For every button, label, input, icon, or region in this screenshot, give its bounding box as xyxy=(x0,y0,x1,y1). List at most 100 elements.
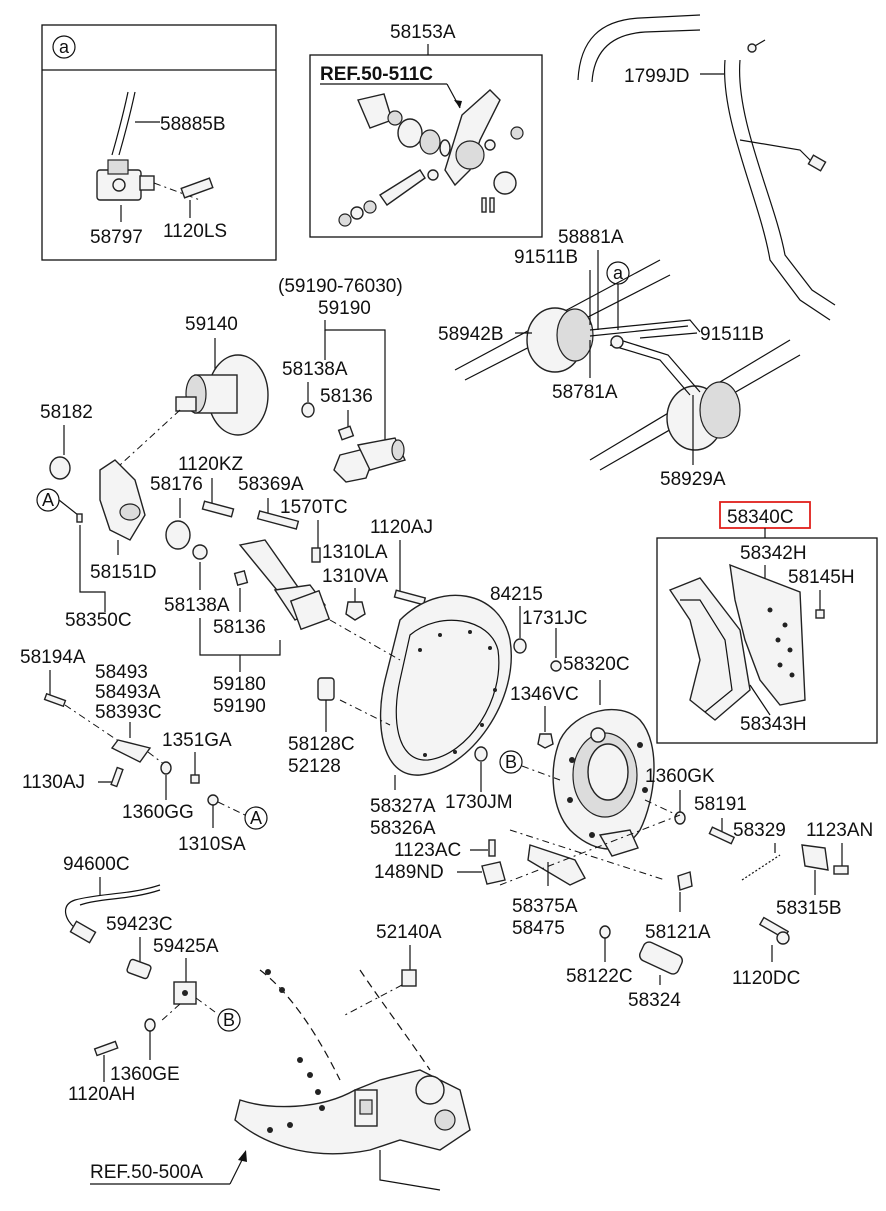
label-ref-50-511C: REF.50-511C xyxy=(320,64,433,85)
label-1799JD: 1799JD xyxy=(624,66,690,87)
label-58493A: 58493A xyxy=(95,682,161,703)
label-58136-top: 58136 xyxy=(320,386,373,407)
label-58329: 58329 xyxy=(733,820,786,841)
label-1730JM: 1730JM xyxy=(445,792,513,813)
label-58393C: 58393C xyxy=(95,702,162,723)
label-1120AH: 1120AH xyxy=(68,1084,135,1105)
label-1130AJ: 1130AJ xyxy=(22,772,85,793)
label-58320C: 58320C xyxy=(563,654,630,675)
label-ref-50-500A: REF.50-500A xyxy=(90,1162,203,1183)
callout-B-sensor: B xyxy=(223,1010,235,1030)
label-58151D: 58151D xyxy=(90,562,157,583)
label-58797: 58797 xyxy=(90,227,143,248)
housing-59190-group: (59190-76030) 59190 58138A 58136 xyxy=(278,276,406,483)
label-1310VA: 1310VA xyxy=(322,566,389,587)
label-52128: 52128 xyxy=(288,756,341,777)
label-1120AJ: 1120AJ xyxy=(370,517,433,538)
adjuster-arm xyxy=(444,89,501,187)
label-58136-mid: 58136 xyxy=(213,617,266,638)
roller-pin xyxy=(639,941,683,975)
label-58781A: 58781A xyxy=(552,382,618,403)
dust-shield-group: 1120AJ 58128C 52128 58327A 58326A 84215 … xyxy=(288,517,630,839)
label-59425A: 59425A xyxy=(153,936,219,957)
label-58881A: 58881A xyxy=(558,227,624,248)
label-58327A: 58327A xyxy=(370,796,436,817)
callout-a-inset: a xyxy=(59,37,70,57)
axle-housing-group: 52140A REF.50-500A xyxy=(90,922,471,1191)
label-58182: 58182 xyxy=(40,402,93,423)
label-58929A: 58929A xyxy=(660,469,726,490)
label-59190-a: 59190 xyxy=(318,298,371,319)
actuator-mount-group: 1120KZ 58369A 1570TC 1310LA 1310VA 58138… xyxy=(164,454,389,717)
label-59190-b: 59190 xyxy=(213,696,266,717)
lower-right-parts: 58122C 58324 1120DC xyxy=(566,916,800,1011)
label-58138A-top: 58138A xyxy=(282,359,348,380)
label-1346VC: 1346VC xyxy=(510,684,579,705)
callout-A-left: A xyxy=(42,490,54,510)
label-59423C: 59423C xyxy=(106,914,173,935)
label-58138A-mid: 58138A xyxy=(164,595,230,616)
adjuster-small-parts: 58194A 58493 58493A 58393C 1351GA 1130AJ… xyxy=(20,647,268,855)
callout-a-pipe: a xyxy=(613,263,624,283)
label-1310SA: 1310SA xyxy=(178,834,246,855)
label-52140A: 52140A xyxy=(376,922,442,943)
callout-B-hub: B xyxy=(505,752,517,772)
slack-adjuster-box: 58153A REF.50-511C xyxy=(309,22,543,238)
label-94600C: 94600C xyxy=(63,854,130,875)
label-91511B-a: 91511B xyxy=(514,247,578,268)
label-1120DC: 1120DC xyxy=(732,968,800,989)
air-pipes: 1799JD xyxy=(577,14,836,321)
label-59190-76030: (59190-76030) xyxy=(278,276,403,297)
label-58340C: 58340C xyxy=(727,507,794,528)
label-59180: 59180 xyxy=(213,674,266,695)
brake-spider-group: 1346VC B 1360GK 58191 58329 1123AN 58315… xyxy=(374,680,873,943)
label-1120LS: 1120LS xyxy=(163,221,227,242)
label-58176: 58176 xyxy=(150,474,203,495)
label-58315B: 58315B xyxy=(776,898,842,919)
dust-shield xyxy=(379,594,512,776)
label-1123AN: 1123AN xyxy=(806,820,873,841)
label-58128C: 58128C xyxy=(288,734,355,755)
label-58343H: 58343H xyxy=(740,714,807,735)
label-58342H: 58342H xyxy=(740,543,807,564)
inset-box-a: a 58885B 58797 1120LS xyxy=(41,24,277,261)
brake-shoe xyxy=(668,577,751,721)
label-58885B: 58885B xyxy=(160,114,226,135)
label-1120KZ: 1120KZ xyxy=(178,454,244,475)
label-58326A: 58326A xyxy=(370,818,436,839)
label-1360GG: 1360GG xyxy=(122,802,194,823)
label-1360GK: 1360GK xyxy=(645,766,715,787)
label-58350C: 58350C xyxy=(65,610,132,631)
label-58324: 58324 xyxy=(628,990,681,1011)
brake-shoe-kit: 58340C 58342H 58145H 58343H xyxy=(656,501,878,744)
mounting-bracket xyxy=(99,459,146,541)
label-58153A: 58153A xyxy=(390,22,456,43)
label-1360GE: 1360GE xyxy=(110,1064,180,1085)
label-58942B: 58942B xyxy=(438,324,504,345)
label-1351GA: 1351GA xyxy=(162,730,232,751)
label-1310LA: 1310LA xyxy=(322,542,388,563)
label-58121A: 58121A xyxy=(645,922,711,943)
camshaft xyxy=(527,844,586,886)
axle-housing xyxy=(234,1069,471,1155)
label-59140: 59140 xyxy=(185,314,238,335)
label-58375A: 58375A xyxy=(512,896,578,917)
label-58194A: 58194A xyxy=(20,647,86,668)
abs-sensor-group: 94600C 59423C 59425A B 1360GE 1120AH xyxy=(63,854,241,1105)
label-1731JC: 1731JC xyxy=(522,608,588,629)
label-58493: 58493 xyxy=(95,662,148,683)
label-58475: 58475 xyxy=(512,918,565,939)
brake-chamber-group: a 58881A 91511B 91511B 58942B 58781A 589… xyxy=(438,227,801,490)
label-84215: 84215 xyxy=(490,584,543,605)
label-58369A: 58369A xyxy=(238,474,304,495)
brake-lining xyxy=(729,563,806,706)
label-1123AC: 1123AC xyxy=(394,840,461,861)
chamber-bracket-group: 59140 58182 A 58151D 58350C 58176 xyxy=(36,314,269,631)
label-91511B-b: 91511B xyxy=(700,324,764,345)
label-58191: 58191 xyxy=(694,794,747,815)
label-1489ND: 1489ND xyxy=(374,862,444,883)
label-58145H: 58145H xyxy=(788,567,855,588)
label-1570TC: 1570TC xyxy=(280,497,348,518)
